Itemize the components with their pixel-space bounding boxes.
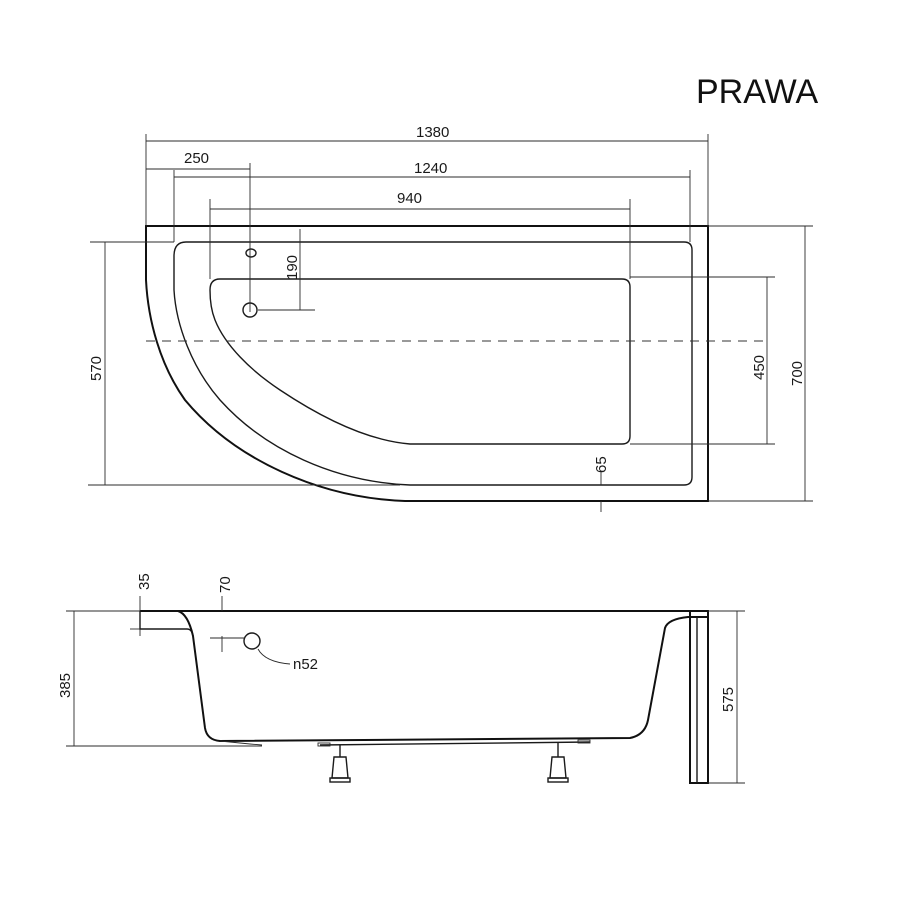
tub-base-plate bbox=[319, 741, 591, 746]
dim-570: 570 bbox=[88, 356, 105, 381]
front-panel bbox=[689, 610, 709, 784]
side-view: n52 70 35 385 575 bbox=[57, 573, 745, 784]
drawing-title: PRAWA bbox=[696, 73, 818, 111]
overflow-hole-icon bbox=[243, 632, 261, 650]
dim-700: 700 bbox=[789, 361, 806, 386]
tub-inner-rim bbox=[173, 241, 693, 486]
tub-outer-outline bbox=[145, 225, 709, 502]
dim-35: 35 bbox=[136, 573, 153, 590]
tub-bottom-detail bbox=[219, 740, 263, 746]
overflow-hole-icon bbox=[245, 248, 257, 258]
base-bracket bbox=[317, 742, 331, 747]
top-view: 1380 250 1240 940 190 570 450 700 bbox=[88, 124, 813, 512]
base-bracket bbox=[577, 739, 591, 744]
tub-body-outline bbox=[177, 610, 708, 743]
dim-65: 65 bbox=[593, 456, 610, 473]
tub-basin-outline bbox=[209, 278, 631, 445]
dim-1380: 1380 bbox=[416, 124, 449, 141]
dim-70: 70 bbox=[217, 576, 234, 593]
dim-940: 940 bbox=[397, 190, 422, 207]
dim-190: 190 bbox=[284, 255, 301, 280]
dim-250: 250 bbox=[184, 150, 209, 167]
dim-450: 450 bbox=[751, 355, 768, 380]
dim-n52: n52 bbox=[293, 656, 318, 673]
dim-1240: 1240 bbox=[414, 160, 447, 177]
dim-575: 575 bbox=[720, 687, 737, 712]
dim-385: 385 bbox=[57, 673, 74, 698]
leg-left bbox=[329, 745, 351, 783]
leader-n52 bbox=[257, 648, 291, 665]
leg-right bbox=[547, 743, 569, 783]
